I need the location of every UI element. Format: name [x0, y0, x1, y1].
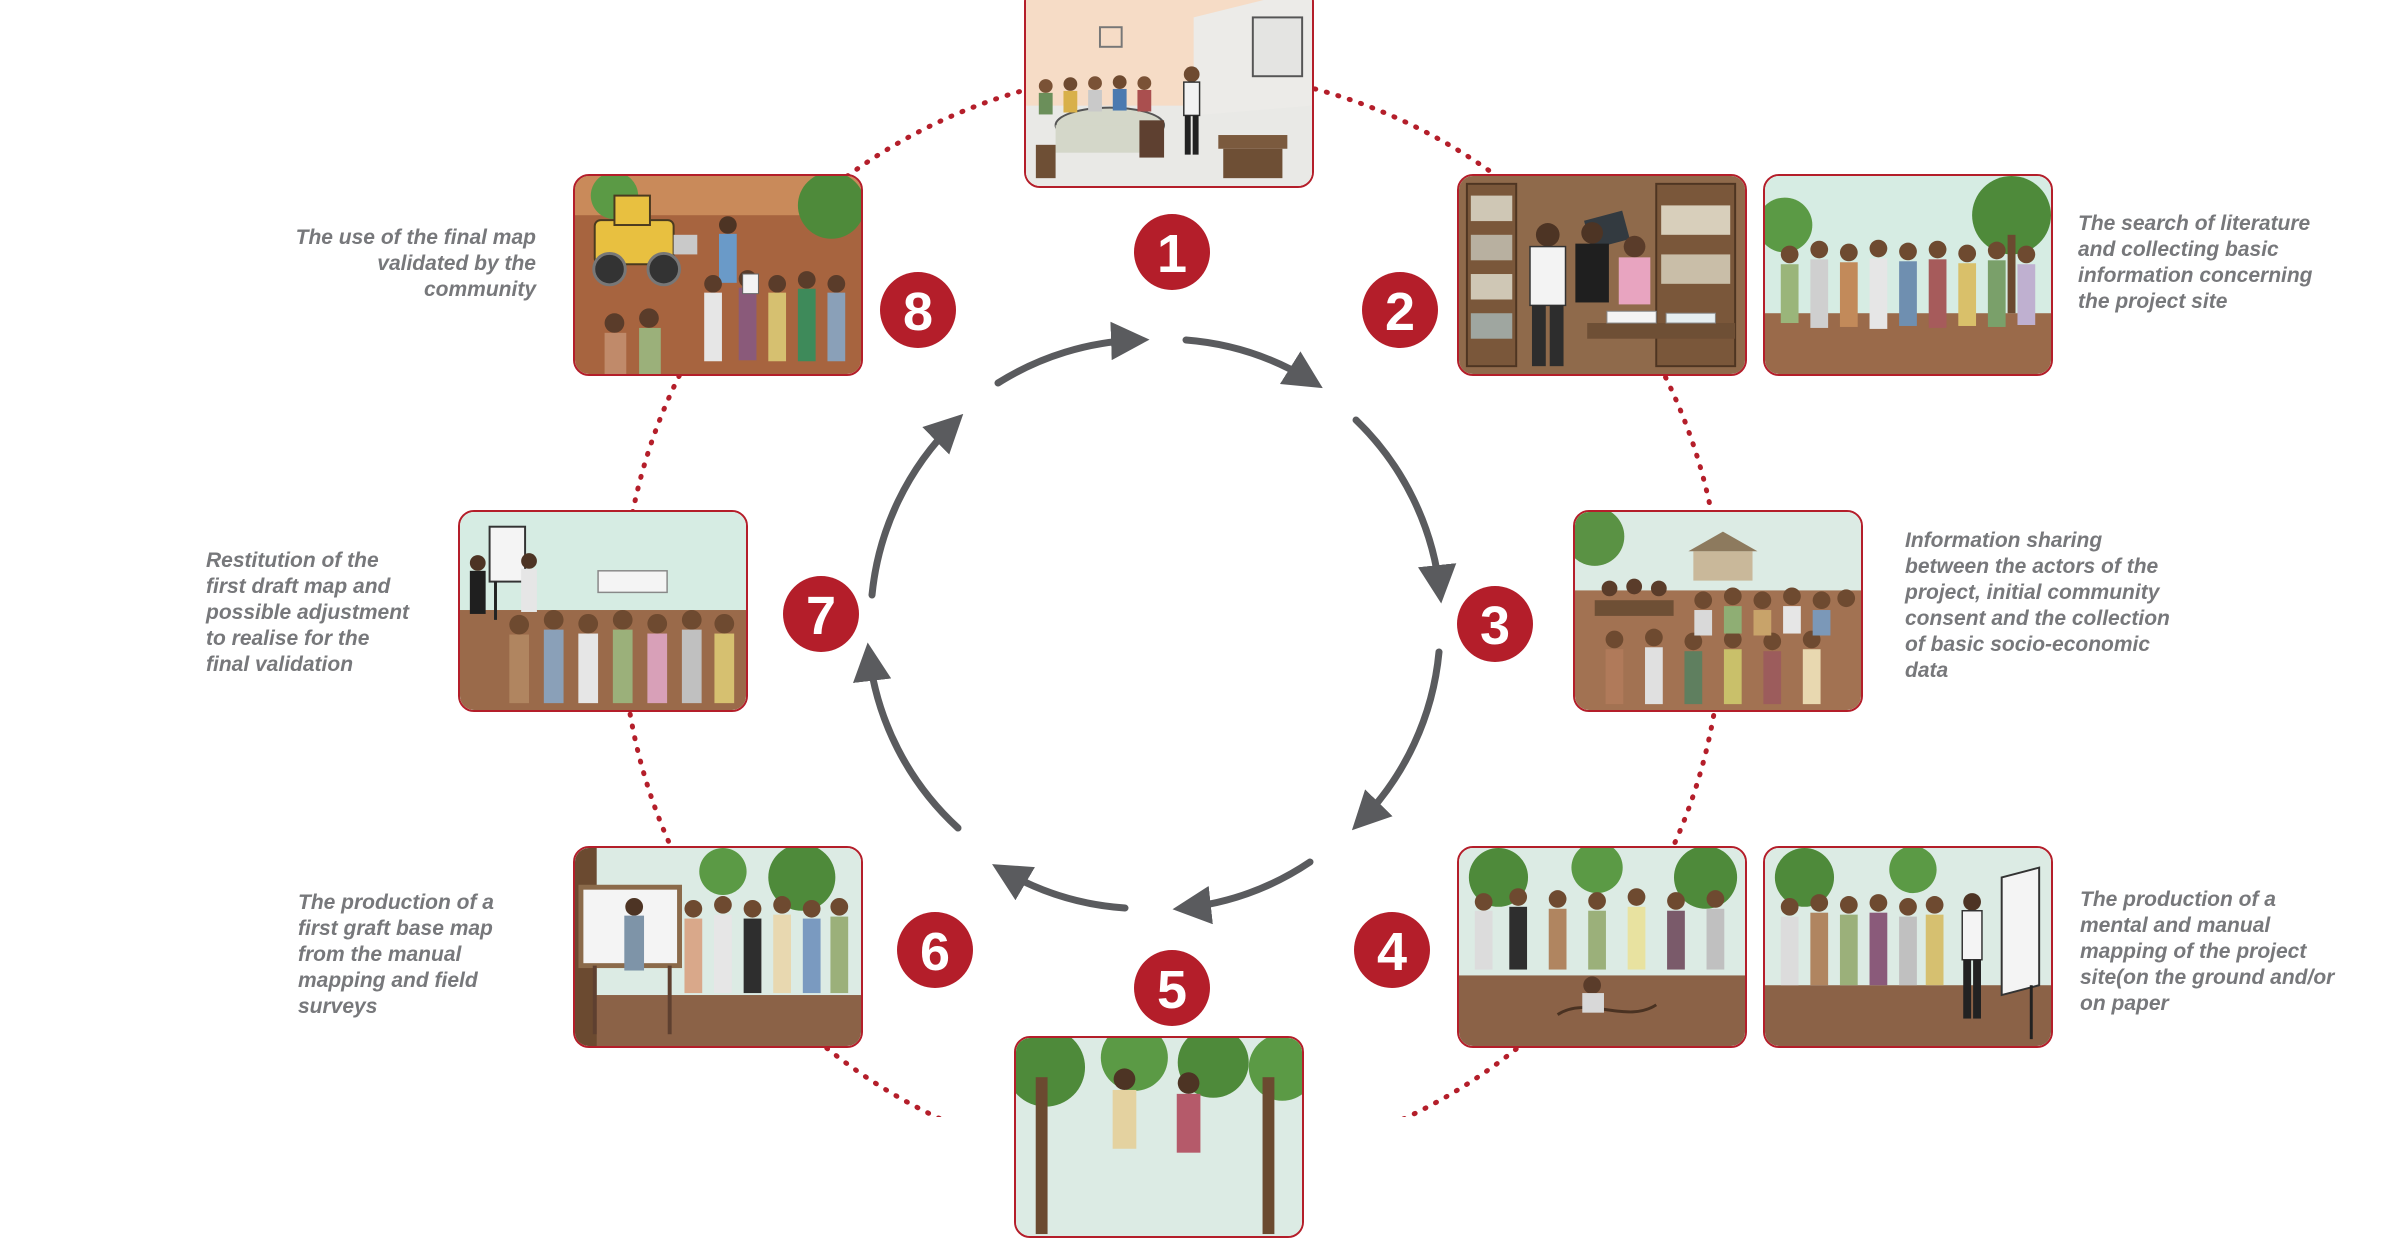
arrow-6-to-7	[853, 642, 962, 832]
arrow-4-to-5	[1172, 858, 1314, 925]
illustration-step-6-first-base-map	[573, 846, 863, 1048]
illustration-step-1-meeting-room	[1024, 0, 1314, 188]
step-badge-8: 8	[880, 272, 956, 348]
arrow-8-to-1	[994, 321, 1150, 387]
step-badge-5: 5	[1134, 950, 1210, 1026]
inner-arrow-cycle	[853, 321, 1457, 925]
step-number-5: 5	[1157, 960, 1187, 1020]
step-badge-6: 6	[897, 912, 973, 988]
process-cycle-diagram: 1 2 3 4 5 6 7 8	[619, 67, 1725, 1117]
illustration-step-8-final-map-use	[573, 174, 863, 376]
caption-step-8: The use of the final map validated by th…	[295, 226, 536, 301]
step-number-3: 3	[1480, 596, 1510, 656]
arrow-7-to-8	[868, 413, 964, 599]
step-badge-1: 1	[1134, 214, 1210, 290]
arrow-5-to-6	[992, 864, 1129, 912]
illustration-step-4-paper-mapping	[1763, 846, 2053, 1048]
arrow-3-to-4	[1351, 648, 1443, 831]
illustration-step-3-information-sharing	[1573, 510, 1863, 712]
illustration-step-7-restitution	[458, 510, 748, 712]
illustration-step-5-field-survey	[1014, 1036, 1304, 1238]
caption-step-3: Information sharing between the actors o…	[1905, 529, 2170, 682]
arrow-2-to-3	[1352, 416, 1457, 604]
step-number-1: 1	[1157, 224, 1187, 284]
step-number-6: 6	[920, 922, 950, 982]
step-number-8: 8	[903, 282, 933, 342]
caption-step-2: The search of literature and collecting …	[2078, 212, 2313, 313]
arrow-1-to-2	[1182, 336, 1323, 389]
step-number-7: 7	[806, 586, 836, 646]
caption-step-7: Restitution of the first draft map and p…	[206, 549, 410, 676]
caption-step-4: The production of a mental and manual ma…	[2080, 888, 2335, 1015]
step-number-4: 4	[1377, 922, 1407, 982]
step-badge-4: 4	[1354, 912, 1430, 988]
step-badge-7: 7	[783, 576, 859, 652]
step-number-2: 2	[1385, 282, 1415, 342]
caption-step-6: The production of a first graft base map…	[298, 891, 494, 1018]
illustration-step-4-ground-mapping	[1457, 846, 1747, 1048]
illustration-step-2-village-crowd	[1763, 174, 2053, 376]
step-badge-3: 3	[1457, 586, 1533, 662]
illustration-step-2-library	[1457, 174, 1747, 376]
step-badge-2: 2	[1362, 272, 1438, 348]
